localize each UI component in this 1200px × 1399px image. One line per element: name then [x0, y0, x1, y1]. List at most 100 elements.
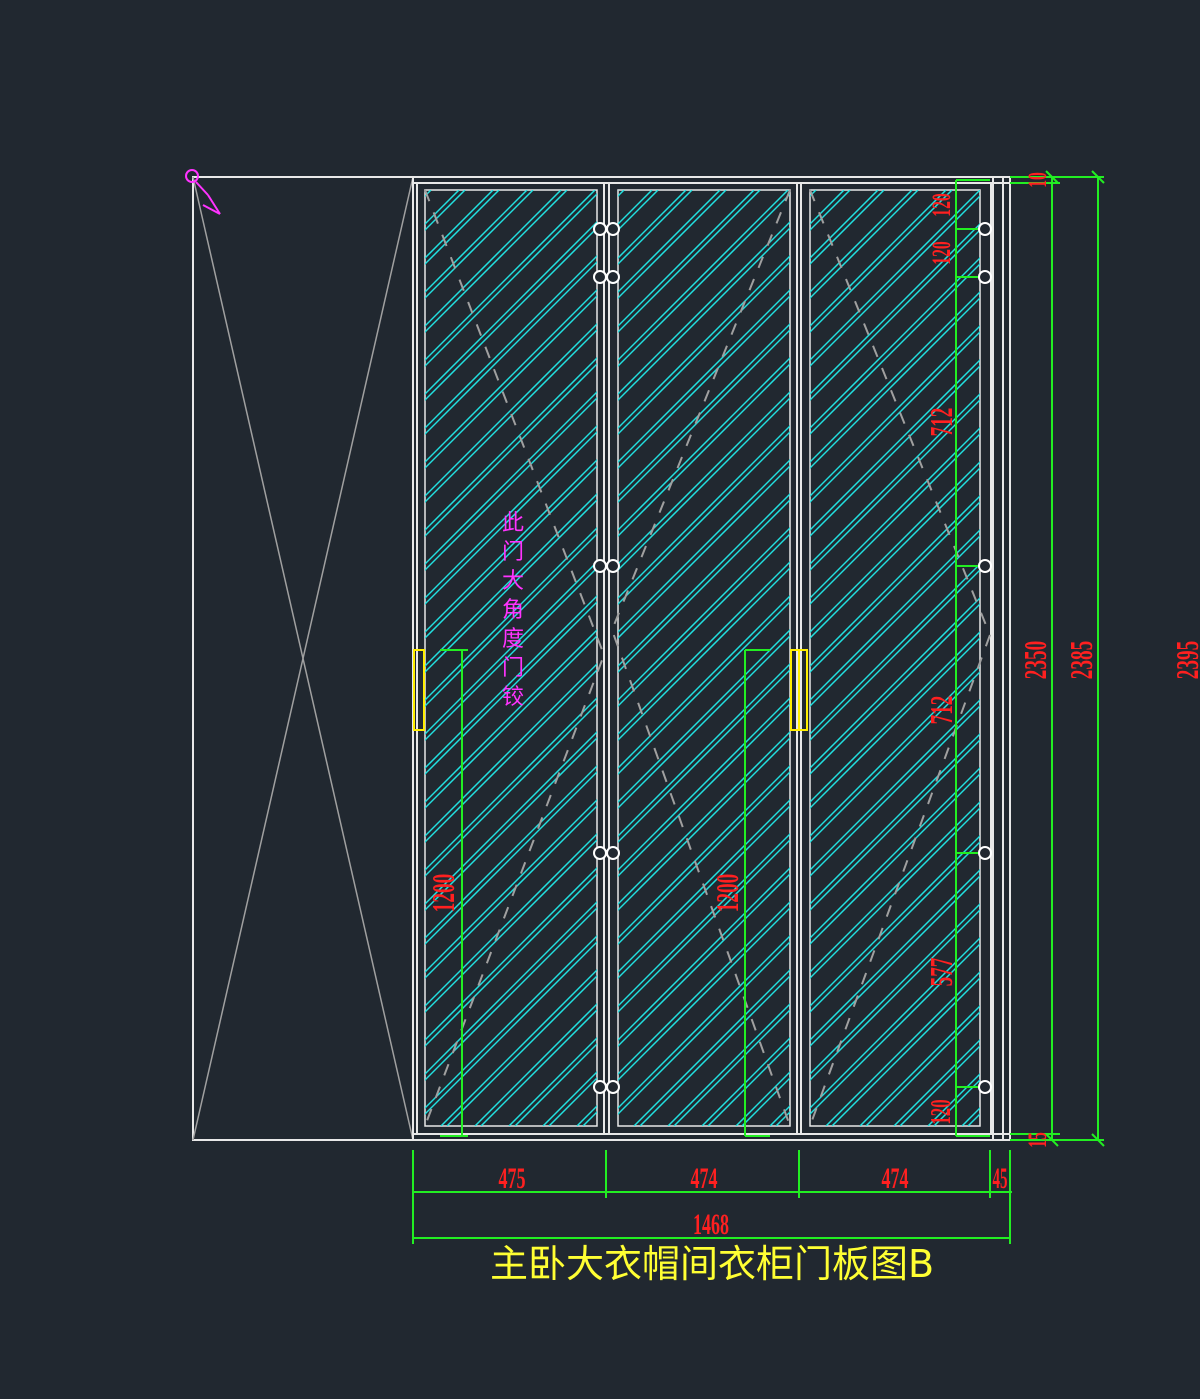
hatch-line: [810, 800, 980, 974]
hatch-line: [810, 732, 980, 906]
dim-hinge-2: 120: [927, 241, 956, 264]
hatch-line: [810, 190, 953, 334]
door-2: [608, 182, 1200, 1135]
hatch-line: [810, 190, 885, 266]
hatch-line: [425, 190, 426, 192]
hinge-icon: [606, 1080, 620, 1094]
hatch-line: [810, 908, 980, 1082]
hatch-line: [425, 322, 597, 498]
hatch-line: [810, 868, 980, 1042]
note-char: 门: [502, 540, 524, 565]
hinge-icon: [606, 846, 620, 860]
hatch-line: [425, 190, 466, 232]
hatch-line: [425, 192, 597, 368]
note-char: 度: [502, 627, 524, 652]
hatch-line: [425, 190, 494, 260]
hatch-line: [810, 602, 980, 776]
hinge-dim-lines: [955, 179, 990, 1137]
hatch-line: [618, 190, 721, 294]
hatch-line: [618, 498, 790, 674]
bottom-dim-lines: [412, 1150, 1012, 1244]
dim-height-far: 2395: [1169, 641, 1200, 679]
hatch-line: [618, 192, 790, 368]
hatch-line: [810, 534, 980, 708]
hatch-line: [425, 464, 597, 640]
dim-height-outer: 2385: [1063, 641, 1099, 679]
hatch-line: [618, 260, 790, 436]
dim-door-3-width: 474: [882, 1163, 909, 1196]
hatch-line: [576, 1104, 597, 1126]
hatch-line: [425, 696, 597, 872]
hatch-line: [810, 840, 980, 1014]
hatch-line: [618, 566, 790, 742]
hatch-line: [618, 190, 789, 362]
hatch-line: [425, 498, 597, 674]
hatch-line: [425, 190, 568, 334]
hinge-icon: [978, 1080, 992, 1094]
hatch-line: [810, 942, 980, 1116]
hatch-line: [425, 866, 597, 1042]
hatch-line: [618, 322, 790, 498]
hatch-line: [810, 562, 980, 736]
hinge-icon: [978, 270, 992, 284]
hatch-line: [425, 396, 597, 572]
hatch-line: [618, 600, 790, 776]
hinge-icon: [593, 1080, 607, 1094]
hatch-line: [633, 968, 790, 1126]
handle-dim-lines: [440, 649, 770, 1137]
hatch-line: [425, 190, 432, 198]
dim-hinge-3: 712: [923, 408, 959, 437]
hatch-line: [618, 872, 790, 1048]
drawing-title: 主卧大衣帽间衣柜门板图B: [490, 1242, 934, 1286]
hatch-line: [425, 220, 597, 396]
hatch-line: [618, 288, 790, 464]
hatch-line: [618, 190, 727, 300]
dim-hinge-4: 712: [923, 696, 959, 725]
hatch-line: [618, 328, 790, 504]
hatch-line: [425, 798, 597, 974]
dim-side-width: 45: [993, 1163, 1008, 1196]
hinge-icon: [606, 222, 620, 236]
hatch-line: [618, 532, 790, 708]
dim-hinge-5: 577: [923, 958, 959, 987]
handle-door-1: [413, 649, 425, 731]
hatch-line: [735, 1070, 790, 1126]
hatch-line: [425, 628, 597, 804]
hatch-line: [618, 254, 790, 430]
hinge-icon: [593, 846, 607, 860]
hatch-line: [618, 226, 790, 402]
hatch-line: [425, 872, 597, 1048]
hinge-icon: [593, 270, 607, 284]
hatch-line: [542, 1070, 597, 1126]
hatch-line: [810, 262, 980, 436]
hatch-line: [425, 730, 597, 906]
hatch-line: [810, 568, 980, 742]
hatch-line: [810, 596, 980, 770]
hatch-line: [810, 190, 980, 362]
glass-hatch-3: [810, 190, 980, 1126]
hatch-line: [810, 698, 980, 872]
swing-line-3: [809, 189, 992, 1127]
dim-height-inner: 2350: [1017, 641, 1053, 679]
hatch-line: [425, 940, 597, 1116]
hatch-line: [425, 526, 597, 702]
note-char: 大: [502, 569, 524, 594]
hatch-line: [425, 532, 597, 708]
hatch-line: [425, 190, 460, 226]
glass-hatch-2: [618, 190, 1200, 1126]
hatch-line: [425, 566, 597, 742]
hatch-line: [618, 628, 790, 804]
hatch-line: [810, 190, 845, 226]
dim-top-gap: 10: [1023, 172, 1052, 188]
dim-handle-middle: 1200: [709, 874, 745, 912]
hatch-line: [810, 228, 980, 402]
dim-hinge-1: 120: [927, 193, 956, 216]
hatch-line: [810, 190, 1200, 1126]
hatch-line: [425, 838, 597, 1014]
hatch-line: [425, 294, 597, 470]
hatch-line: [425, 560, 597, 736]
hinge-icon: [606, 559, 620, 573]
hatch-line: [618, 190, 625, 198]
